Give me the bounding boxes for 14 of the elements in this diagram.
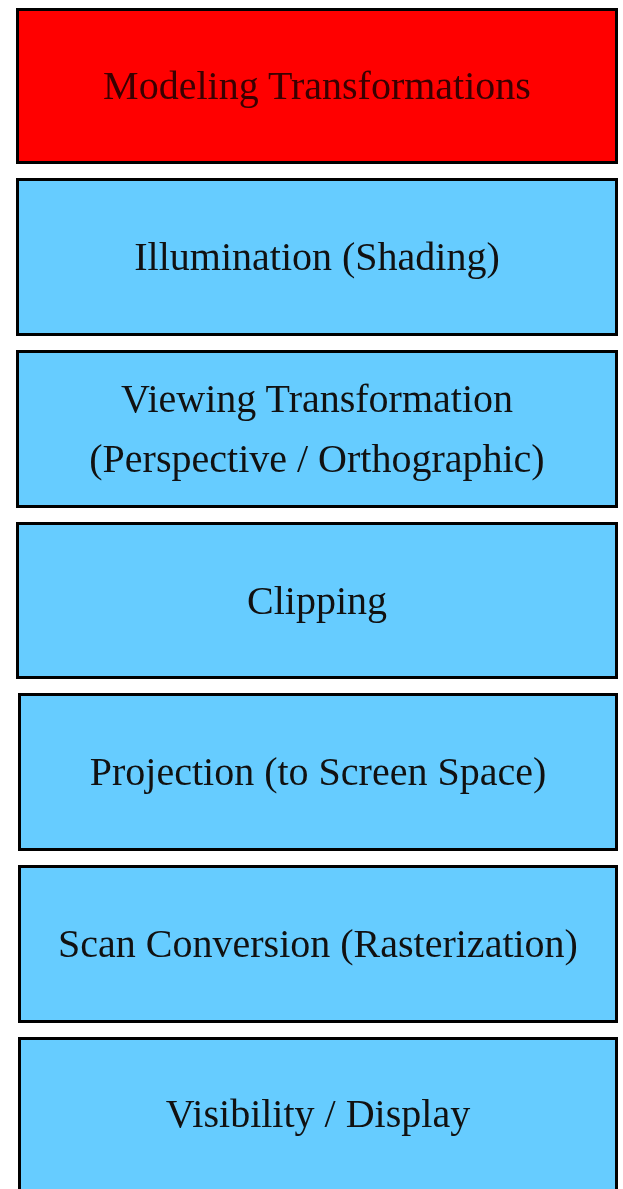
stage-label: Scan Conversion (Rasterization) xyxy=(57,920,579,968)
stage-label: Projection (to Screen Space) xyxy=(88,748,548,796)
process-box xyxy=(16,8,618,164)
stage-label: Clipping xyxy=(246,576,388,625)
stage-label: Viewing Transformation (Perspective / Orthographic) xyxy=(88,375,546,483)
process-box xyxy=(18,693,618,851)
stage-label: Visibility / Display xyxy=(164,1089,472,1138)
stage-label: Illumination (Shading) xyxy=(133,233,501,281)
stage-label: Modeling Transformations xyxy=(102,62,532,110)
process-box xyxy=(16,350,618,508)
process-box xyxy=(16,522,618,679)
process-box xyxy=(18,865,618,1023)
process-box xyxy=(16,178,618,336)
process-box xyxy=(18,1037,618,1189)
